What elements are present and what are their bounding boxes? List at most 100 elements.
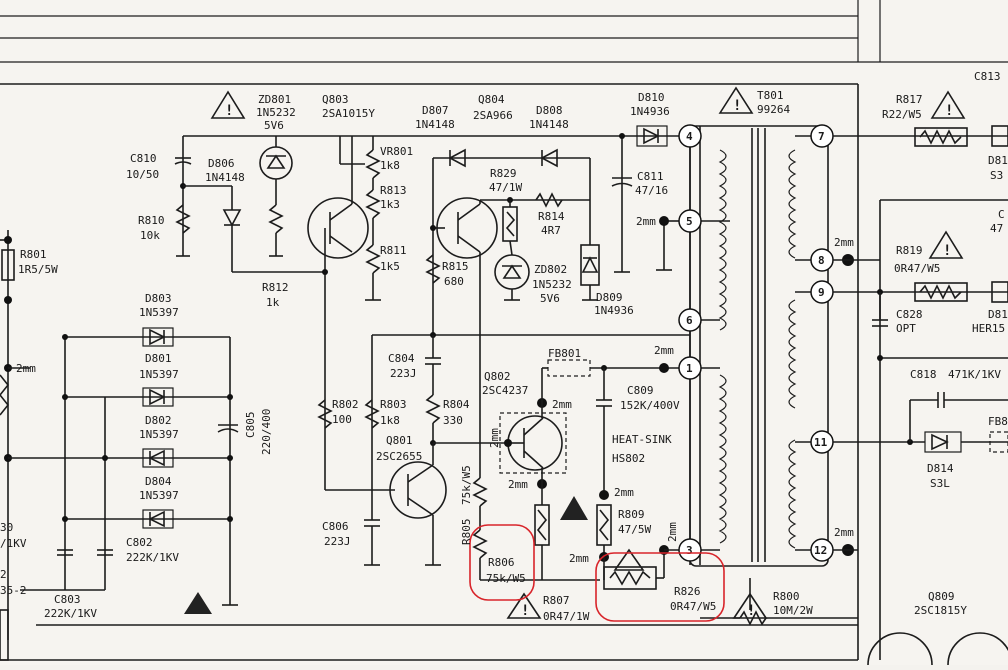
bridge-rectifier [0,230,858,661]
label-zd801-v: 5V6 [264,119,284,132]
label-d807-part: 1N4148 [415,118,455,131]
label-r802: R802 [332,398,359,411]
pin-7: 7 [818,130,825,143]
label-r814: R814 [538,210,565,223]
label-d808-part: 1N4148 [529,118,569,131]
warning-icon: ! [718,86,754,114]
c810-capacitor [174,157,192,165]
label-r801: R801 [20,248,47,261]
label-r815: R815 [442,260,469,273]
label-mm-5: 2mm [488,428,501,448]
r811-resistor [365,244,381,274]
pin-12: 12 [814,544,827,557]
label-c802: C802 [126,536,153,549]
label-q802: Q802 [484,370,511,383]
label-r811: R811 [380,244,407,257]
label-mm-2: 2mm [654,344,674,357]
svg-text:!: ! [747,603,755,619]
r815-resistor [425,254,441,284]
label-r805: R805 [460,519,473,546]
t801-transformer [689,125,829,567]
highlight-r826 [595,552,725,622]
label-d804-part: 1N5397 [139,489,179,502]
label-q804-part: 2SA966 [473,109,513,122]
label-d814-part: S3L [930,477,950,490]
label-hs802: HS802 [612,452,645,465]
svg-text:!: ! [521,603,529,619]
label-q801: Q801 [386,434,413,447]
label-c813: C813 [974,70,1001,83]
label-r806-val: 75k/W5 [486,572,526,585]
label-zd802-part: 1N5232 [532,278,572,291]
label-zd801: ZD801 [258,93,291,106]
label-r800-val: 10M/2W [773,604,813,617]
label-heatsink: HEAT-SINK [612,433,672,446]
label-q809: Q809 [928,590,955,603]
label-c828: C828 [896,308,923,321]
label-r800: R800 [773,590,800,603]
label-t801-part: 99264 [757,103,790,116]
control-section [174,125,690,490]
label-c809-val: 152K/400V [620,399,680,412]
label-q803: Q803 [322,93,349,106]
warning-icon [613,548,645,571]
warning-icon: ! [506,592,542,619]
pin-1: 1 [686,362,693,375]
d806-diode [222,209,242,227]
r804-resistor [425,394,441,424]
d804-diode [142,509,174,529]
label-r804: R804 [443,398,470,411]
label-d802-part: 1N5397 [139,428,179,441]
label-r806: R806 [488,556,515,569]
label-r807-val: 0R47/1W [543,610,590,623]
r806-resistor [472,529,488,559]
label-d808: D808 [536,104,563,117]
label-frag-2: 2 [0,568,7,581]
r817-resistor [914,127,968,147]
label-d809: D809 [596,291,623,304]
label-mm-8: 2mm [569,552,589,565]
label-mm-3: 2mm [552,398,572,411]
d808-diode [540,148,558,168]
c811-capacitor [611,177,633,187]
label-mm-1: 2mm [636,215,656,228]
label-q803-part: 2SA1015Y [322,107,375,120]
label-d807: D807 [422,104,449,117]
r805-resistor [472,477,488,507]
label-r814-val: 4R7 [541,224,561,237]
warning-triangles: ! ! ! ! ! ! [184,86,966,619]
label-c810: C810 [130,152,157,165]
label-mm-9: 2mm [834,236,854,249]
pin-5: 5 [686,215,693,228]
label-r813-val: 1k3 [380,198,400,211]
q801-transistor [389,461,447,519]
warning-icon: ! [928,230,964,259]
r814-resistor [535,192,563,208]
c802-capacitor [97,549,113,556]
label-c804-val: 223J [390,367,417,380]
q803-transistor [307,197,369,259]
label-d803-part: 1N5397 [139,306,179,319]
label-c811: C811 [637,170,664,183]
label-r817-val: R22/W5 [882,108,922,121]
label-frag-352: 35-2 [0,584,27,597]
label-d810: D810 [638,91,665,104]
label-r812: R812 [262,281,289,294]
label-s3: S3 [990,169,1003,182]
zd801-zener [259,146,293,180]
label-c818: C818 [910,368,937,381]
pin-4: 4 [686,130,693,143]
label-fb8: FB8 [988,415,1008,428]
label-d801: D801 [145,352,172,365]
label-r807: R807 [543,594,570,607]
label-vr801-val: 1k8 [380,159,400,172]
label-r826: R826 [674,585,701,598]
warning-icon [184,592,212,614]
label-c809: C809 [627,384,654,397]
pin-6: 6 [686,314,693,327]
label-c806-val: 223J [324,535,351,548]
svg-text:!: ! [945,103,953,119]
label-mm-left: 2mm [16,362,36,375]
